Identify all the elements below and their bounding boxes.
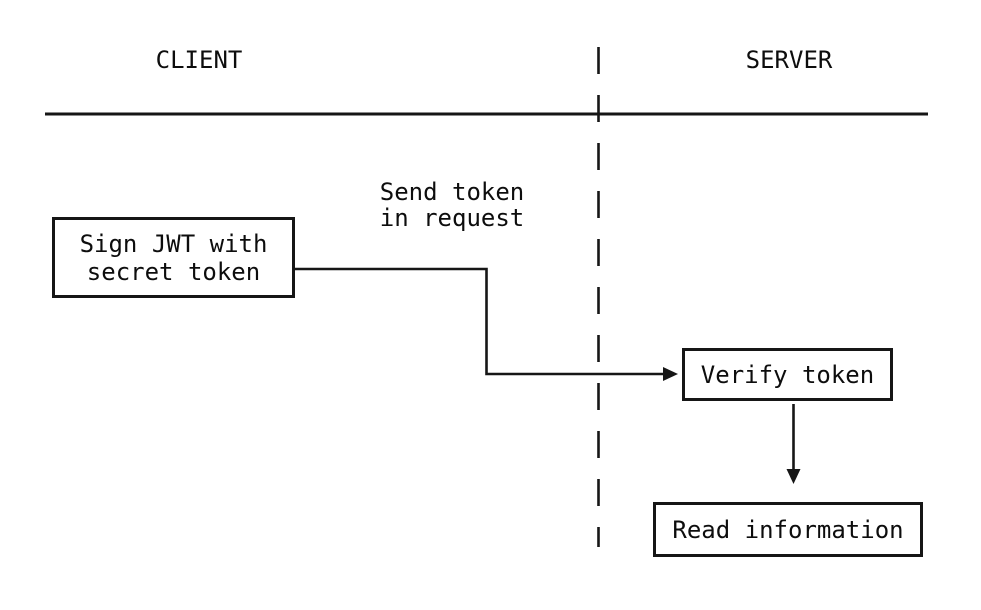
verify-to-read-arrowhead <box>786 469 801 484</box>
send-token-edge-label: Send token in request <box>352 179 552 231</box>
node-verify-token: Verify token <box>682 348 893 401</box>
send-token-arrowhead <box>663 367 678 381</box>
node-sign-jwt-line1: Sign JWT with <box>79 229 268 258</box>
client-lane-label: CLIENT <box>155 46 243 74</box>
node-verify-token-label: Verify token <box>700 360 875 389</box>
send-token-edge-label-line2: in request <box>379 204 525 232</box>
node-read-information-label: Read information <box>672 515 904 544</box>
send-token-arrow-path <box>295 267 664 376</box>
server-lane-label: SERVER <box>745 46 833 74</box>
node-sign-jwt: Sign JWT with secret token <box>52 217 295 298</box>
node-sign-jwt-line2: secret token <box>86 257 261 286</box>
node-read-information: Read information <box>653 502 923 557</box>
send-token-edge-label-line1: Send token <box>379 178 525 206</box>
